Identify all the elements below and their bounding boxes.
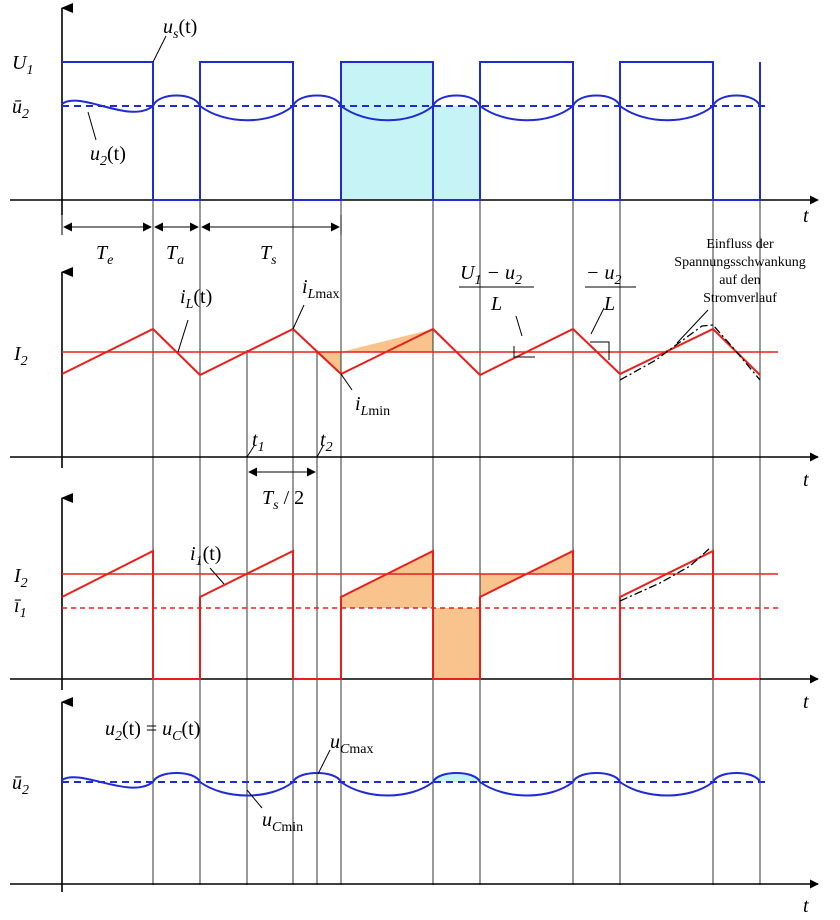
annotation-line-3: auf den xyxy=(719,273,761,288)
cyan-area-us-high xyxy=(341,62,433,200)
us-pointer xyxy=(152,35,167,63)
iL-label: iL(t) xyxy=(180,286,212,312)
u2-equals-uc-label: u2(t) = uC(t) xyxy=(105,718,200,744)
iLmin-label: iLmin xyxy=(355,393,390,419)
I2-label-panel3: I2 xyxy=(13,565,28,591)
slope-down-denominator: L xyxy=(603,293,615,315)
annotation-line-1: Einfluss der xyxy=(706,237,774,252)
iLmin-pointer xyxy=(340,373,353,391)
cyan-area-us-low xyxy=(433,106,480,200)
fills xyxy=(315,62,573,782)
cyan-area-uc-bump xyxy=(433,773,480,782)
iL-disturbed-waveform xyxy=(619,324,761,381)
slope-down-pointer xyxy=(590,307,605,335)
u2-label: u2(t) xyxy=(90,143,126,169)
I2-label-panel2: I2 xyxy=(13,343,28,369)
us-waveform xyxy=(62,61,761,201)
iLmax-label: iLmax xyxy=(302,276,339,302)
i1-label: i1(t) xyxy=(190,543,221,569)
iL-pointer xyxy=(177,319,189,353)
u2-pointer xyxy=(87,111,97,141)
slope-up-triangle xyxy=(513,346,535,358)
i1-disturbed-waveform xyxy=(619,547,711,602)
iLmax-pointer xyxy=(292,304,305,330)
Ts-label: Ts xyxy=(260,242,277,268)
i1-waveform xyxy=(61,549,760,680)
orange-area-iL-up xyxy=(341,329,433,352)
us-label: us(t) xyxy=(163,16,197,42)
u2-waveform xyxy=(61,94,761,122)
i1-pointer xyxy=(209,567,225,585)
t2-label: t2 xyxy=(320,429,333,455)
ucmax-label: uCmax xyxy=(330,731,373,757)
orange-area-i1-b xyxy=(433,608,480,679)
uc-waveform xyxy=(61,772,761,797)
slope-down-numerator: − u2 xyxy=(586,262,622,288)
panel-4-capacitor-voltage: t ū2 u2(t) = uC(t) uCmax uCmin xyxy=(10,697,819,917)
t-axis-label-3: t xyxy=(803,691,809,713)
orange-area-i1-a xyxy=(341,551,433,608)
slope-up-denominator: L xyxy=(490,293,502,315)
slope-up-numerator: U1 − u2 xyxy=(460,262,522,288)
half-period-label: Ts / 2 xyxy=(262,487,304,513)
annotation-pointer xyxy=(676,309,709,344)
annotation-line-4: Stromverlauf xyxy=(703,291,777,306)
slope-down-triangle xyxy=(590,341,610,360)
t1-pointer xyxy=(246,445,255,458)
t-axis-label-1: t xyxy=(803,205,809,227)
t2-pointer xyxy=(316,445,324,458)
t-axis-label-4: t xyxy=(803,895,809,917)
panel-1-voltage: t U1 ū2 us(t) u2(t) Te Ta Ts xyxy=(10,3,819,268)
t-axis-label-2: t xyxy=(803,469,809,491)
u2-mean-label: ū2 xyxy=(12,96,29,122)
U1-label: U1 xyxy=(12,52,33,78)
t1-label: t1 xyxy=(252,429,265,455)
u2-mean-label-panel4: ū2 xyxy=(12,772,29,798)
ucmin-label: uCmin xyxy=(262,809,303,835)
panel-3-input-current: t I2 ī1 i1(t) xyxy=(10,493,819,713)
iL-waveform xyxy=(61,327,761,377)
ucmin-pointer xyxy=(246,789,263,809)
ucmax-pointer xyxy=(317,749,331,775)
panel-2-inductor-current: t I2 iL(t) iLmax iLmin t1 t2 Ts / 2 U1 −… xyxy=(10,237,819,513)
slope-up-pointer xyxy=(515,315,523,337)
Ta-label: Ta xyxy=(166,242,184,268)
annotation-line-2: Spannungsschwankung xyxy=(674,255,805,270)
Te-label: Te xyxy=(96,242,113,268)
i1-mean-label: ī1 xyxy=(14,595,27,621)
